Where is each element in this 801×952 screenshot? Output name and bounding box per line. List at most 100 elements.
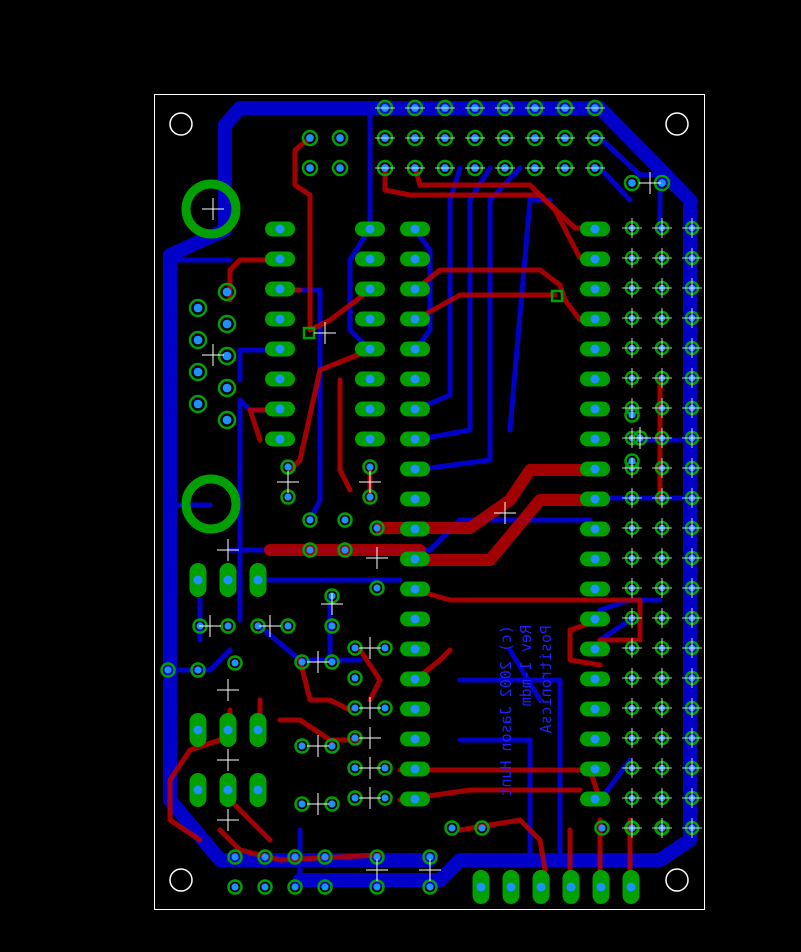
crosshair-icon [307,651,329,673]
header-pin [301,159,319,177]
crosshair-icon [277,471,299,493]
db9-pin [217,282,237,302]
ic-pin [355,311,385,327]
regulator-pin [189,713,207,747]
top-trace [292,135,313,333]
mounting-hole-icon [665,868,689,892]
top-trace [307,287,373,333]
db9-pin [217,378,237,398]
bottom-trace [457,737,533,863]
ic-pin [580,221,610,237]
header-pin [331,129,349,147]
ic-pin [400,641,430,657]
regulator-pin [249,713,267,747]
via [160,662,176,678]
origin-markers [199,107,702,881]
connector-pin [622,870,640,904]
ic-pin [400,281,430,297]
via [302,542,318,558]
ic-pin [400,761,430,777]
bottom-trace [507,647,543,703]
crosshair-icon [307,735,329,757]
test-pad [550,289,564,303]
ic-pin [580,671,610,687]
via [317,849,333,865]
regulator-pin [189,563,207,597]
db9-pin [217,346,237,366]
ic-pin [400,371,430,387]
top-trace [414,494,601,566]
top-trace [337,377,353,493]
top-trace [374,464,601,534]
ic-pin [400,581,430,597]
ic-pin [355,431,385,447]
ic-pin [400,551,430,567]
bottom-trace [457,677,563,863]
ic-pin [355,221,385,237]
ic-pin [580,701,610,717]
board-outline [154,94,705,910]
top-trace [382,165,598,231]
ic-pin [400,251,430,267]
connector-pin [592,870,610,904]
db9-pin [217,314,237,334]
ic-pin [580,641,610,657]
ic-pin [580,371,610,387]
silk-line-2: Rev 1-mdm [517,625,535,706]
via [227,879,243,895]
silkscreen-text: PositronicsA Rev 1-mdm (c) 2002 Jason Hu… [497,625,555,797]
via [220,618,236,634]
via [280,618,296,634]
ic-pin [580,791,610,807]
crosshair-icon [202,198,224,220]
ic-pin [355,251,385,267]
ic-pin [265,251,295,267]
mounting-holes [169,112,689,892]
ic-pin [580,431,610,447]
db9-pin [188,394,208,414]
regulator-pin [219,773,237,807]
regulator-pin [219,563,237,597]
power-jack-pad [181,179,241,239]
connector-pin [472,870,490,904]
crosshair-icon [359,697,381,719]
crosshair-icon [259,615,281,637]
ic-pin [355,401,385,417]
db9-pin [217,410,237,430]
crosshair-icon [314,322,336,344]
db9-pin [188,362,208,382]
top-trace [227,797,273,843]
bottom-trace [412,227,433,353]
silk-line-3: (c) 2002 Jason Hunt [497,625,515,797]
ic-pin [400,731,430,747]
mounting-hole-icon [169,112,193,136]
crosshair-icon [366,547,388,569]
ic-pin [400,401,430,417]
silk-line-1: PositronicsA [537,625,555,733]
via [324,618,340,634]
crosshair-icon [359,757,381,779]
ic-pin [400,521,430,537]
crosshair-icon [494,502,516,524]
via [337,542,353,558]
ic-pin [580,401,610,417]
via [287,879,303,895]
regulator-pin [219,713,237,747]
bottom-trace [167,647,233,673]
via [227,849,243,865]
ic-pin [580,251,610,267]
crosshair-icon [199,615,221,637]
via [317,879,333,895]
crosshair-icon [202,344,224,366]
power-jack-pad [181,474,241,534]
db9-pin [188,298,208,318]
db9-pin [188,330,208,350]
via [190,662,206,678]
via [474,820,490,836]
ic-pin [400,791,430,807]
top-trace [457,817,548,873]
regulator-pin [189,773,207,807]
ic-pin [580,731,610,747]
crosshair-icon [419,859,441,881]
